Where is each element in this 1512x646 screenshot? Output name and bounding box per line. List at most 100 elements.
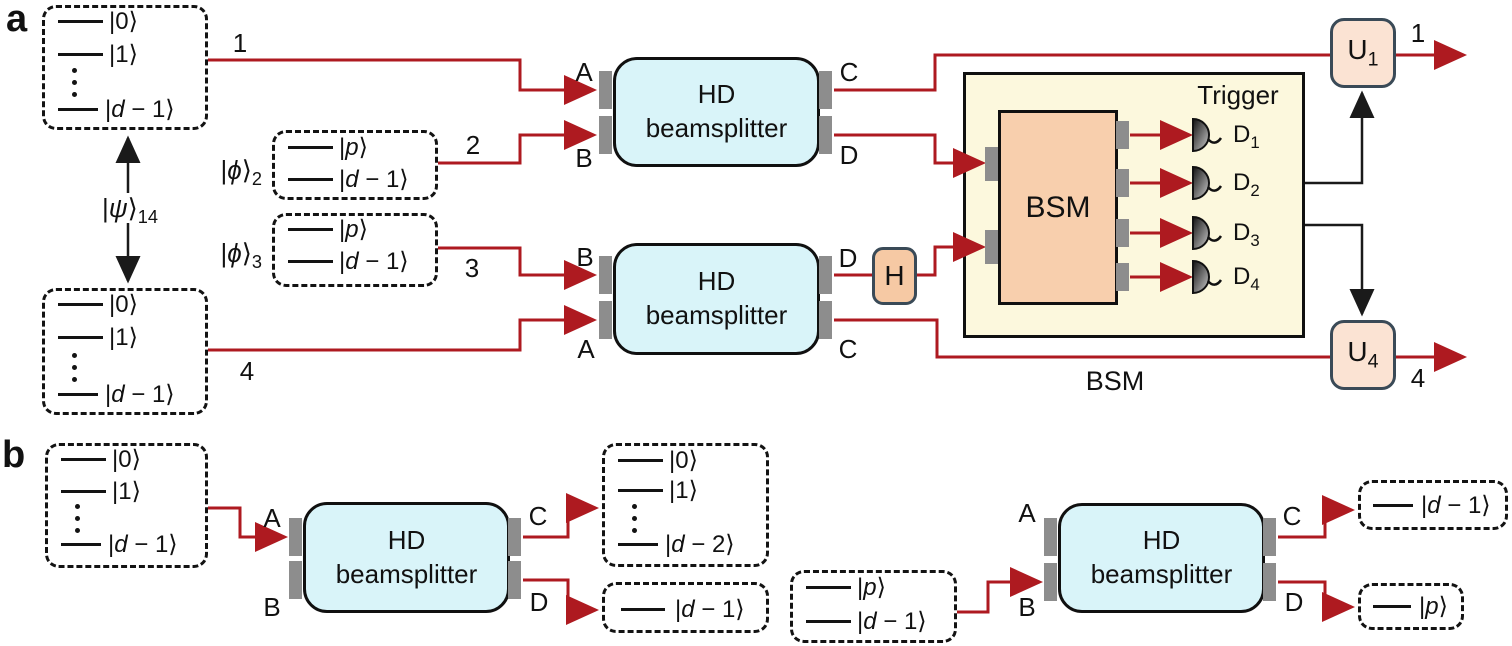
wire-mode1-to-bs1-A xyxy=(208,58,597,105)
ket-label: |d − 1⟩ xyxy=(108,531,178,558)
port-label-bs1-D: D xyxy=(839,140,859,170)
port-bs1-D xyxy=(819,116,832,154)
hd-beamsplitter-label-line1: HD xyxy=(697,266,736,297)
port-bsm-out-4 xyxy=(1116,263,1129,291)
energy-level-line xyxy=(61,543,101,546)
energy-level-line xyxy=(58,336,103,339)
energy-level-line xyxy=(288,146,333,149)
b-output-box-C: |0⟩ |1⟩ |d − 2⟩ xyxy=(602,443,769,567)
ket-label: |1⟩ xyxy=(109,41,138,68)
ellipsis-dots xyxy=(75,504,80,533)
port-bs2-B xyxy=(599,256,612,294)
u1-gate: U1 xyxy=(1330,18,1396,88)
ket-label: |d − 1⟩ xyxy=(105,381,175,408)
hd-beamsplitter-label-line2: beamsplitter xyxy=(335,558,478,589)
port-label-bs3-B: B xyxy=(263,592,281,622)
wire-label-4: 4 xyxy=(239,356,255,386)
ancilla-box-mode2: |p⟩ |d − 1⟩ xyxy=(272,130,438,200)
ancilla-box-mode3: |p⟩ |d − 1⟩ xyxy=(272,213,438,287)
state-label-phi2: |ϕ⟩2 xyxy=(220,155,262,190)
energy-level-line xyxy=(1373,605,1411,608)
port-bs3-C xyxy=(508,518,521,556)
panel-b-label: b xyxy=(2,434,26,476)
hd-beamsplitter-3: HD beamsplitter xyxy=(303,502,510,613)
energy-level-line xyxy=(288,260,333,263)
port-bsm-in-2 xyxy=(985,230,998,264)
ellipsis-dots xyxy=(72,68,77,97)
port-bs1-A xyxy=(599,71,612,109)
ellipsis-dots xyxy=(632,504,637,533)
wire-label-3: 3 xyxy=(464,253,480,283)
hd-beamsplitter-label-line1: HD xyxy=(387,524,426,555)
port-bs4-D xyxy=(1263,563,1276,601)
detector-3-icon xyxy=(1192,215,1223,251)
energy-level-line xyxy=(58,393,98,396)
port-label-bs2-A: A xyxy=(577,334,595,364)
energy-level-line xyxy=(58,53,103,56)
energy-level-line xyxy=(806,620,851,623)
ket-label: |1⟩ xyxy=(669,477,698,504)
ket-label: |0⟩ xyxy=(669,447,698,474)
port-label-bs2-C: C xyxy=(838,334,858,364)
detector-2-label: D2 xyxy=(1233,169,1260,200)
b-output-box-D: |d − 1⟩ xyxy=(602,582,769,633)
bsm-region-label: BSM xyxy=(1085,366,1145,396)
energy-level-line xyxy=(618,489,663,492)
b-output-box-C2: |d − 1⟩ xyxy=(1358,480,1508,530)
port-bs1-C xyxy=(819,71,832,109)
hd-beamsplitter-label-line1: HD xyxy=(1142,525,1181,556)
state-label-psi14: |ψ⟩14 xyxy=(101,193,159,228)
detector-4-icon xyxy=(1192,259,1223,295)
port-bs3-A xyxy=(289,518,302,556)
port-label-bs1-A: A xyxy=(575,57,593,87)
port-label-bs2-D: D xyxy=(838,243,858,273)
hd-beamsplitter-label-line2: beamsplitter xyxy=(645,113,788,143)
ket-label: |p⟩ xyxy=(339,134,368,161)
wire-label-2: 2 xyxy=(465,130,481,160)
ket-label: |p⟩ xyxy=(857,574,886,601)
detector-3-label: D3 xyxy=(1233,219,1260,250)
ket-label: |d − 2⟩ xyxy=(665,531,735,558)
port-label-bs2-B: B xyxy=(576,242,594,272)
port-label-bs4-C: C xyxy=(1282,501,1302,531)
hd-beamsplitter-2: HD beamsplitter xyxy=(613,243,820,355)
port-label-bs3-C: C xyxy=(528,501,548,531)
ket-label: |0⟩ xyxy=(109,291,138,318)
port-label-bs4-D: D xyxy=(1284,587,1304,617)
ket-label: |d − 1⟩ xyxy=(1421,492,1491,519)
energy-level-line xyxy=(288,178,333,181)
hadamard-gate: H xyxy=(872,247,917,305)
ket-label: |p⟩ xyxy=(339,216,368,243)
port-label-bs1-B: B xyxy=(575,143,593,173)
detector-1-icon xyxy=(1192,117,1223,153)
port-bs3-D xyxy=(508,561,521,599)
port-bs2-C xyxy=(819,301,832,339)
port-bs4-B xyxy=(1044,563,1057,601)
port-bs1-B xyxy=(599,116,612,154)
port-bsm-in-1 xyxy=(985,147,998,181)
ket-label: |0⟩ xyxy=(109,8,138,35)
ket-label: |1⟩ xyxy=(109,324,138,351)
energy-level-line xyxy=(618,543,658,546)
u4-gate-label: U4 xyxy=(1347,336,1379,373)
wire-label-1: 1 xyxy=(232,28,248,58)
output-label-1: 1 xyxy=(1410,18,1426,48)
port-label-bs3-D: D xyxy=(529,587,549,617)
port-bs4-A xyxy=(1044,518,1057,556)
bsm-unit-label: BSM xyxy=(1025,190,1091,224)
energy-level-line xyxy=(288,228,333,231)
trigger-label: Trigger xyxy=(1197,80,1279,110)
wire-mode4-to-bs2-A xyxy=(208,305,597,352)
state-label-phi3: |ϕ⟩3 xyxy=(220,238,262,273)
port-bsm-out-1 xyxy=(1116,121,1129,149)
ket-label: |d − 1⟩ xyxy=(857,608,927,635)
ket-label: |p⟩ xyxy=(1419,593,1448,620)
ket-label: |d − 1⟩ xyxy=(339,166,409,193)
hd-beamsplitter-label-line1: HD xyxy=(697,79,736,110)
energy-level-line xyxy=(61,490,106,493)
b-output-box-D2: |p⟩ xyxy=(1358,583,1464,630)
port-bs2-D xyxy=(819,256,832,294)
hd-beamsplitter-label-line2: beamsplitter xyxy=(1090,559,1233,589)
qudit-box-mode4: |0⟩ |1⟩ |d − 1⟩ xyxy=(42,288,208,415)
